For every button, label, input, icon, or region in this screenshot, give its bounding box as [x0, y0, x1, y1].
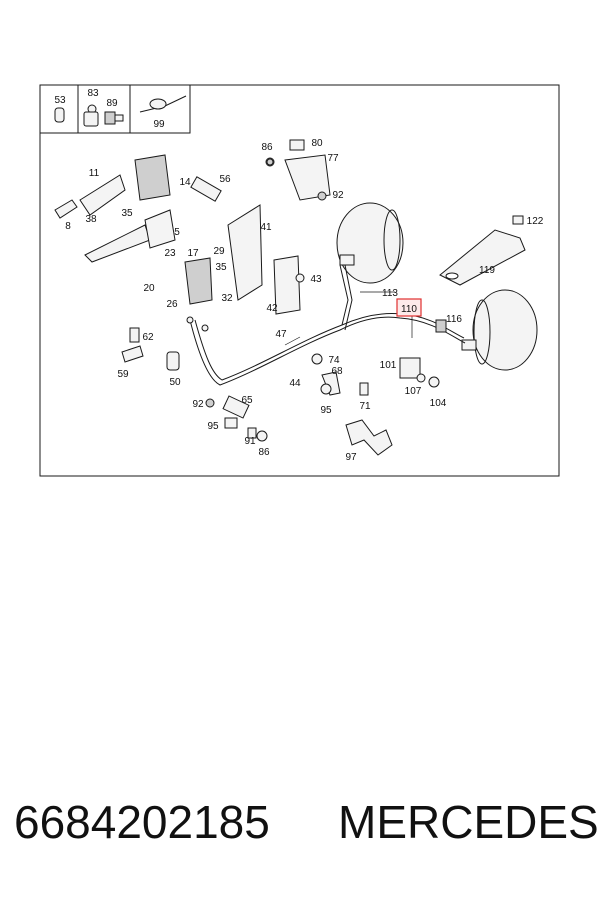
legend-clip-icon [54, 107, 65, 123]
callout-95: 95 [207, 421, 219, 432]
brand-name: MERCEDES [338, 796, 599, 848]
leader-lines [284, 291, 413, 346]
callout-44: 44 [289, 378, 301, 389]
callout-20: 20 [143, 283, 155, 294]
callout-38: 38 [85, 214, 97, 225]
callout-71: 71 [359, 401, 371, 412]
bracket-part [54, 154, 222, 263]
legend-callout-83: 83 [87, 88, 99, 99]
callout-29: 29 [213, 246, 225, 257]
callout-56: 56 [219, 174, 231, 185]
parts-diagram: 53 83 89 99 80 86 77 92 11 14 56 8 38 35 5 41 122 17 29 23 3… [39, 84, 560, 477]
legend-bolt-icon [104, 111, 124, 125]
callout-65: 65 [241, 395, 253, 406]
lower-bracket [345, 419, 393, 456]
callout-11: 11 [89, 168, 100, 179]
callout-68: 68 [331, 366, 343, 377]
callout-32: 32 [221, 293, 233, 304]
callout-77: 77 [327, 153, 339, 164]
callout-104: 104 [430, 398, 447, 409]
fastener-parts [121, 158, 447, 442]
callout-101: 101 [380, 360, 397, 371]
callout-41: 41 [260, 222, 272, 233]
callout-122: 122 [527, 216, 544, 227]
callout-119: 119 [479, 265, 495, 276]
legend-box [39, 84, 191, 134]
callout-97: 97 [345, 452, 357, 463]
callout-92: 92 [332, 190, 344, 201]
callout-42: 42 [266, 303, 278, 314]
legend-callout-53: 53 [54, 95, 66, 106]
callout-23: 23 [164, 248, 176, 259]
fog-lamp-left [336, 202, 404, 284]
lamp-bracket [439, 215, 526, 286]
callout-80: 80 [311, 138, 323, 149]
mount-bracket [184, 204, 305, 315]
legend-callout-89: 89 [106, 98, 118, 109]
callout-107: 107 [405, 386, 422, 397]
callout-113: 113 [382, 288, 398, 299]
callout-35: 35 [215, 262, 227, 273]
fog-lamp-right [461, 289, 538, 371]
callout-86: 86 [261, 142, 273, 153]
legend-callout-99: 99 [153, 119, 165, 130]
callout-50: 50 [169, 377, 181, 388]
callout-labels: 53 83 89 99 80 86 77 92 11 14 56 8 38 35 5 41 122 17 29 23 3… [54, 88, 543, 463]
callout-14: 14 [179, 177, 191, 188]
callout-62: 62 [142, 332, 154, 343]
legend-strap-icon [139, 95, 187, 113]
callout-116: 116 [446, 314, 462, 325]
highlight-box [396, 298, 422, 317]
callout-91: 91 [244, 436, 256, 447]
callout-17: 17 [187, 248, 199, 259]
callout-74: 74 [328, 355, 340, 366]
callout-47: 47 [275, 329, 287, 340]
callout-95: 95 [320, 405, 332, 416]
callout-92: 92 [192, 399, 204, 410]
wiring-harness [186, 264, 466, 386]
footer: 6684202185 MERCEDES [0, 795, 600, 865]
callout-110: 110 [401, 304, 417, 315]
callout-26: 26 [166, 299, 178, 310]
callout-8: 8 [65, 221, 71, 232]
callout-59: 59 [117, 369, 129, 380]
legend-clamp-icon [83, 104, 99, 127]
plate-part [265, 139, 331, 201]
callout-86: 86 [258, 447, 270, 458]
callout-35: 35 [121, 208, 133, 219]
callout-5: 5 [174, 227, 180, 238]
callout-43: 43 [310, 274, 322, 285]
part-number: 6684202185 [14, 796, 270, 848]
